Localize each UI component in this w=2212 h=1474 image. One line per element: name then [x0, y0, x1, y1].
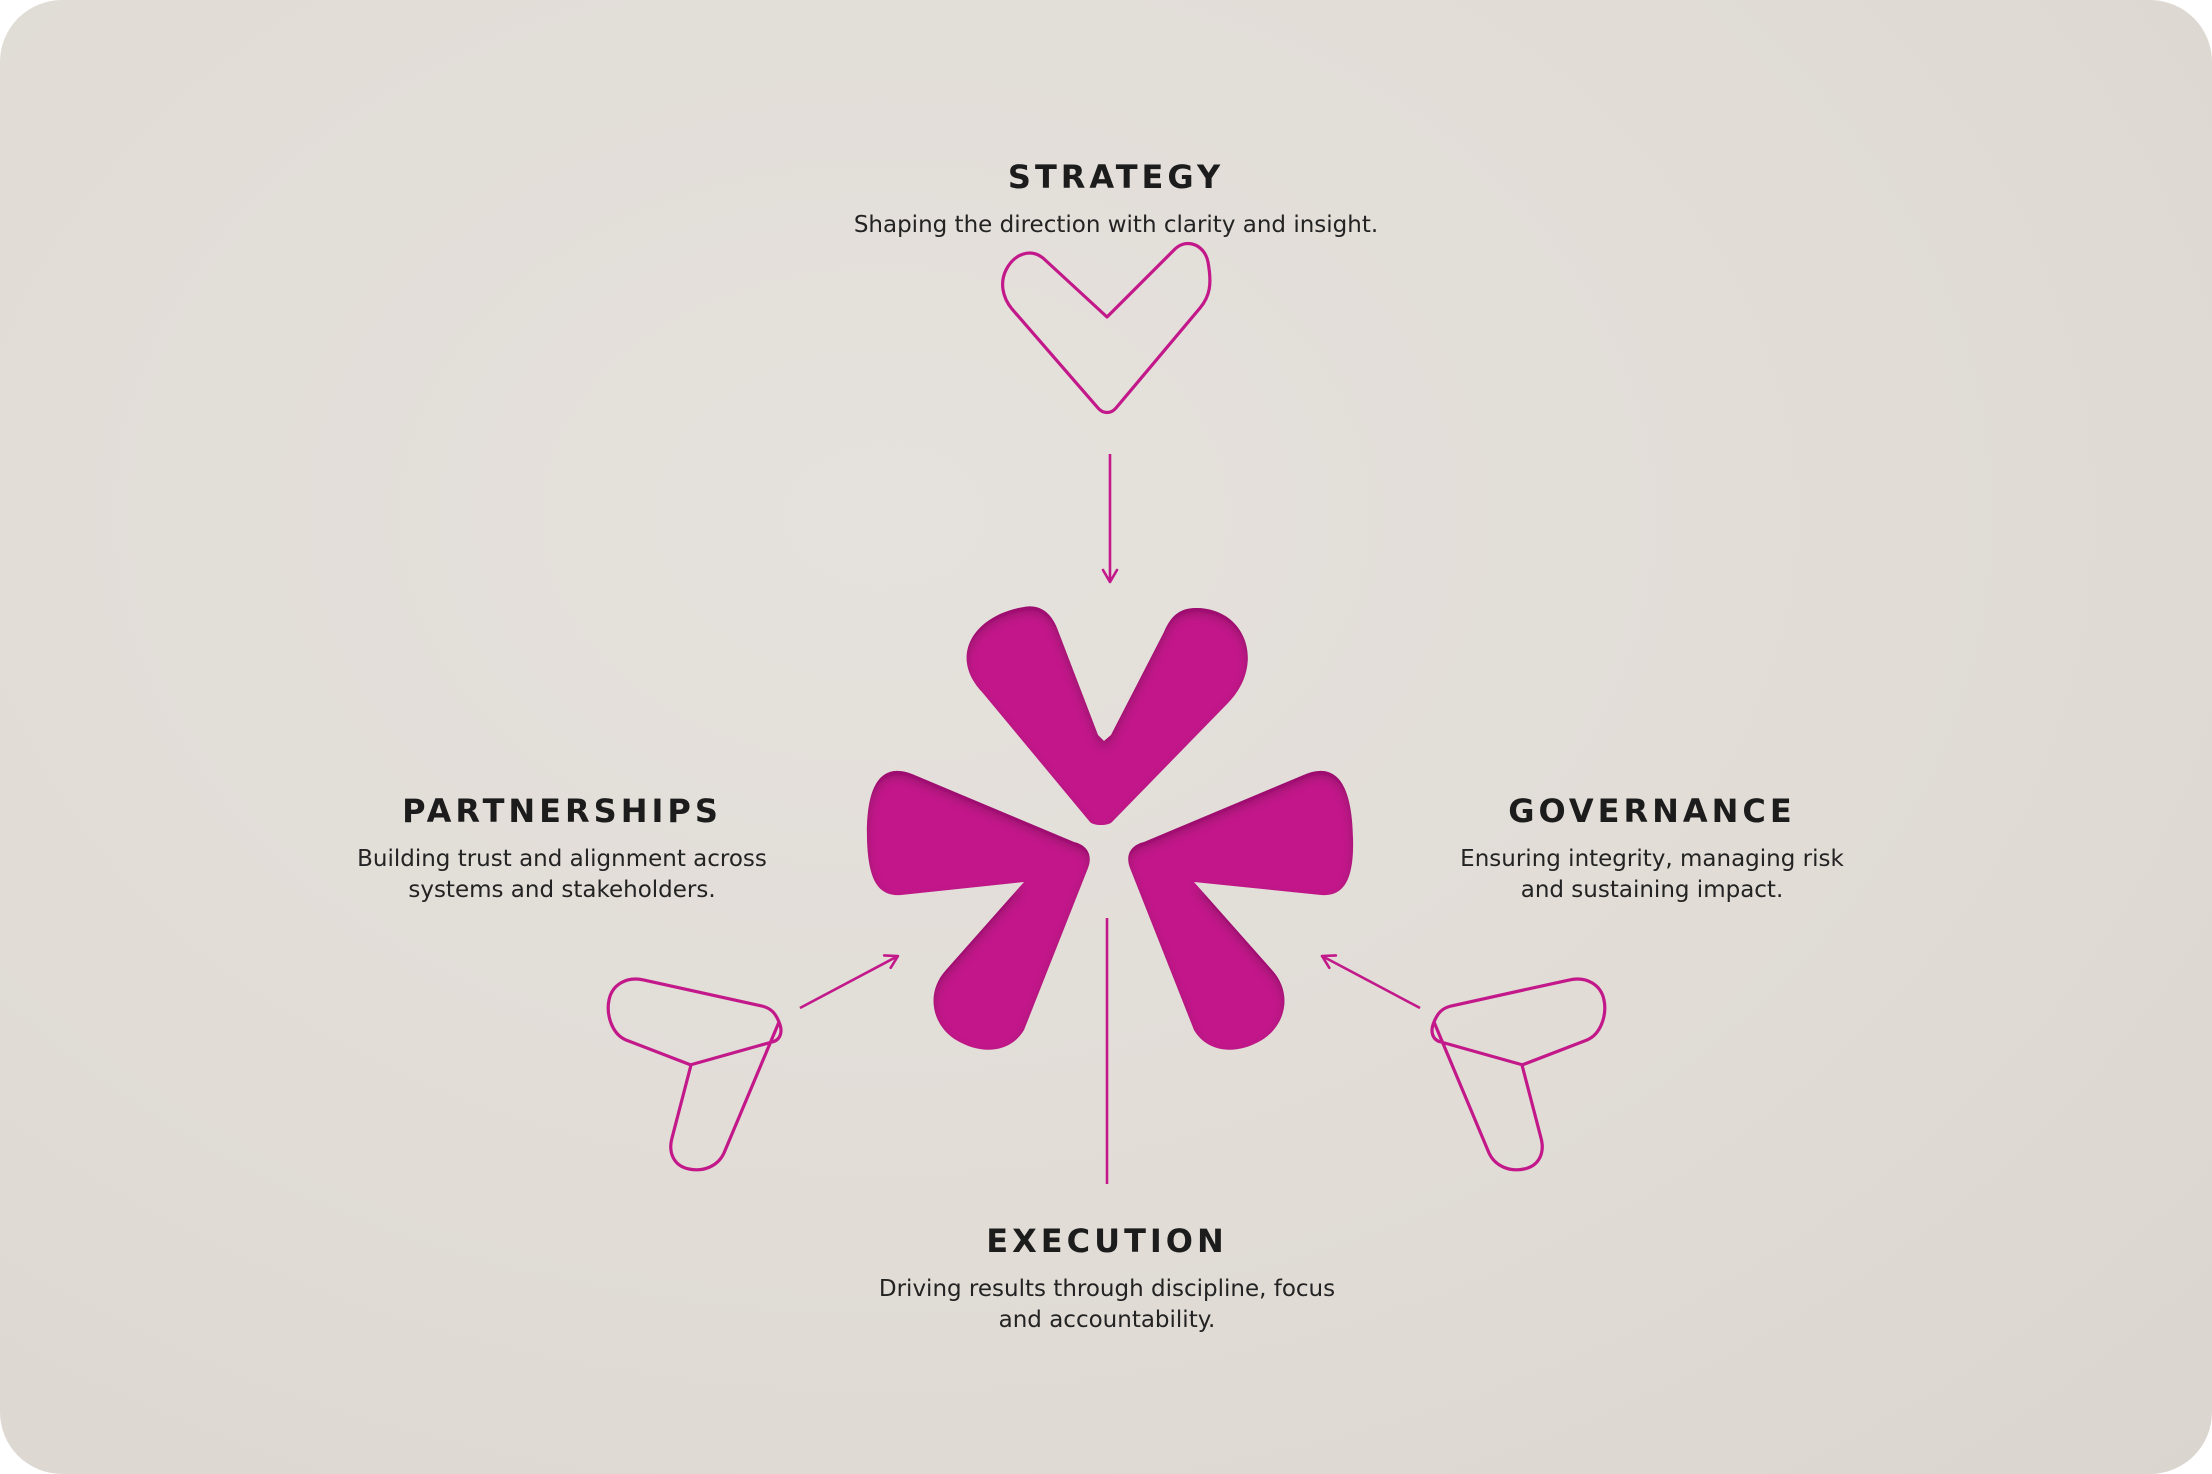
strategy-description: Shaping the direction with clarity and i…: [853, 212, 1379, 238]
central-logo-icon: [866, 606, 1354, 1050]
governance-block: GOVERNANCE Ensuring integrity, managing …: [1392, 792, 1912, 906]
logo-chevron-top: [966, 606, 1248, 825]
governance-arrow-icon: [1320, 954, 1421, 1010]
governance-outline-chevron-icon: [1430, 977, 1607, 1172]
partnerships-outline-chevron-icon: [606, 977, 783, 1172]
partnerships-arrow-icon: [799, 954, 900, 1010]
partnerships-description-line-1: Building trust and alignment across: [357, 846, 767, 872]
logo-chevron-left: [866, 770, 1090, 1050]
execution-block: EXECUTION Driving results through discip…: [742, 1222, 1472, 1336]
strategy-title: STRATEGY: [1007, 158, 1225, 196]
strategy-outline-chevron-icon: [1001, 242, 1212, 415]
execution-description-line-2: and accountability.: [998, 1307, 1216, 1333]
governance-description-line-1: Ensuring integrity, managing risk: [1460, 846, 1844, 872]
logo-chevron-right: [1128, 770, 1354, 1050]
partnerships-block: PARTNERSHIPS Building trust and alignmen…: [302, 792, 822, 906]
governance-description-line-2: and sustaining impact.: [1520, 877, 1784, 903]
strategy-block: STRATEGY Shaping the direction with clar…: [756, 158, 1476, 241]
partnerships-title: PARTNERSHIPS: [402, 792, 722, 830]
execution-title: EXECUTION: [986, 1222, 1228, 1260]
execution-description-line-1: Driving results through discipline, focu…: [878, 1276, 1336, 1302]
partnerships-description-line-2: systems and stakeholders.: [408, 877, 716, 903]
governance-title: GOVERNANCE: [1508, 792, 1796, 830]
